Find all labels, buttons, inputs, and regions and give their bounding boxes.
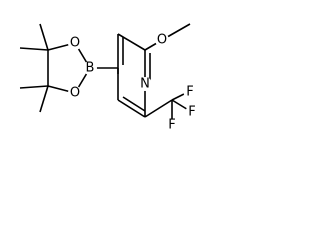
bond-methyl-2: [19, 47, 49, 51]
chemical-structure: O N B O O F F F: [19, 23, 199, 133]
fluorine-1-label: F: [186, 85, 193, 100]
bond-c2-c3: [117, 33, 146, 51]
atom-labels: O N B O O F F F: [68, 33, 199, 133]
boron-label: B: [86, 61, 95, 76]
bond-c6-cf3: [144, 99, 173, 118]
fluorine-2-label: F: [188, 105, 195, 120]
fluorine-3-label: F: [168, 118, 175, 133]
bond-c5-c6-double: [122, 96, 146, 112]
bond-methyl-3: [19, 85, 49, 89]
bond-c5-c6: [117, 99, 146, 118]
oxygen-ring-top-label: O: [70, 36, 80, 51]
oxygen-ring-bottom-label: O: [70, 86, 80, 101]
oxygen-methoxy-label: O: [157, 33, 167, 48]
bond-methyl-4: [39, 85, 49, 113]
bond-methyl-1: [39, 23, 49, 51]
nitrogen-label: N: [140, 77, 150, 92]
